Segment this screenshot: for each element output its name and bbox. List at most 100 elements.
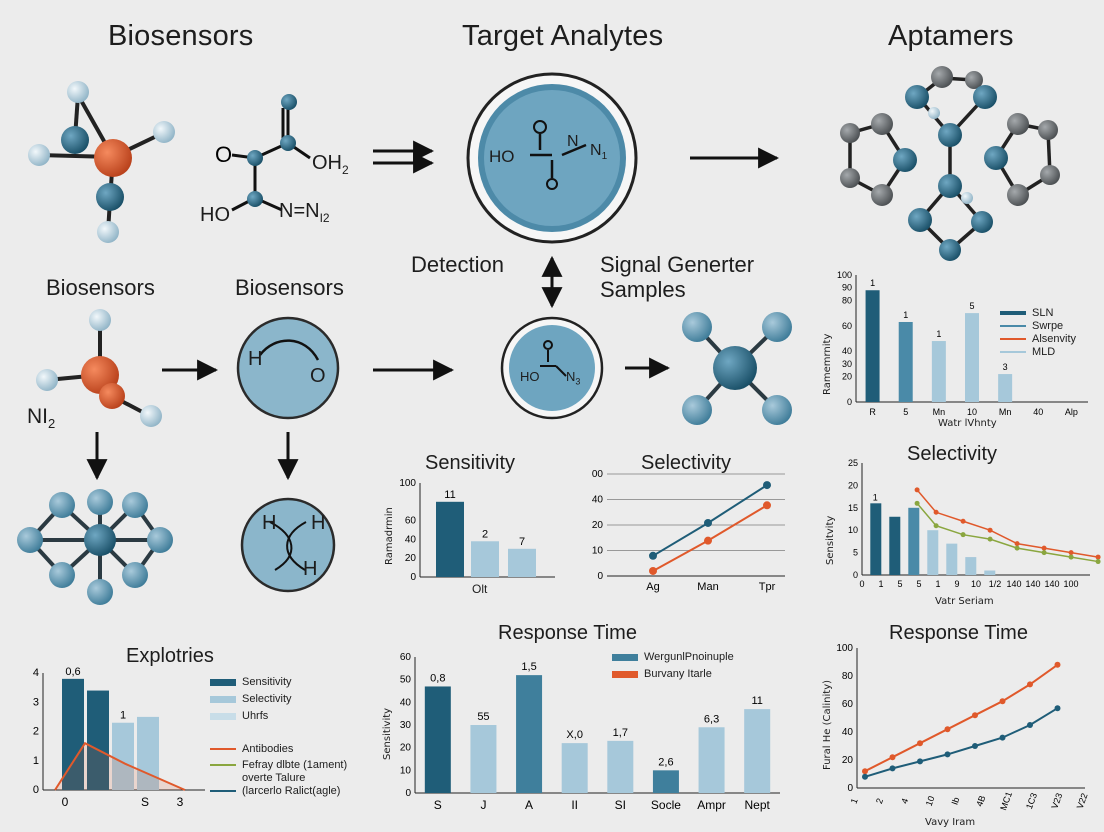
data-point <box>1068 554 1074 560</box>
heading-signal-generter: Signal Generter <box>600 252 755 277</box>
data-point <box>944 726 951 733</box>
legend-item: Burvany Itarle <box>612 668 734 681</box>
x-tick-label: 140 <box>1044 579 1059 589</box>
x-tick-label: 100 <box>1063 579 1078 589</box>
data-point <box>972 743 978 749</box>
small-target-circle <box>500 316 604 420</box>
data-point <box>933 509 939 515</box>
legend-label: overte Talure <box>242 772 306 784</box>
x-tick-label: Nept <box>745 798 771 812</box>
x-tick-label: 4 <box>899 797 910 805</box>
data-label: X,0 <box>566 729 583 741</box>
y-tick-label: 0 <box>405 788 411 799</box>
y-tick-label: 10 <box>400 765 412 776</box>
bar <box>889 516 901 575</box>
bar <box>516 675 543 793</box>
heading-sensitivity: Sensitivity <box>425 452 516 474</box>
ho-label: HO <box>200 204 230 226</box>
x-tick-label: 0 <box>859 579 864 589</box>
bar <box>870 503 882 575</box>
data-point <box>649 551 657 560</box>
heading-samples: Samples <box>600 277 686 302</box>
legend-swatch <box>1000 351 1026 354</box>
legend-label: Uhrfs <box>242 710 269 722</box>
data-point <box>1014 541 1020 547</box>
data-label: 0,8 <box>430 672 445 684</box>
y-tick-label: 100 <box>837 270 852 280</box>
x-tick-label: Tpr <box>759 581 776 593</box>
legend-swatch <box>210 712 236 720</box>
heading-selectivity-center: Selectivity <box>641 452 732 474</box>
legend-label: Swrpe <box>1032 320 1064 332</box>
data-point <box>1041 545 1047 551</box>
x-tick-label: 5 <box>903 407 908 417</box>
bar <box>998 374 1013 402</box>
bar <box>470 725 497 793</box>
y-tick-label: 100 <box>399 478 416 489</box>
legend-swatch <box>210 748 236 751</box>
x-tick-label: S <box>434 798 442 812</box>
chart-response-time-center: 01020304050600,8S55J1,5AX,0II1,7SI2,6Soc… <box>400 652 780 812</box>
legend-label: Sensitivity <box>242 676 292 688</box>
legend-item: Antibodies <box>210 743 347 756</box>
y-tick-label: 60 <box>842 321 852 331</box>
data-point <box>704 518 712 527</box>
legend-swatch <box>210 678 236 686</box>
data-point <box>914 500 920 506</box>
legend-label: Alsenvity <box>1032 333 1077 345</box>
legend-label: Burvany Itarle <box>644 668 712 680</box>
data-point <box>944 751 951 758</box>
x-tick-label: 140 <box>1006 579 1021 589</box>
x-tick-label: MC1 <box>998 790 1014 811</box>
y-tick-label: 50 <box>400 675 412 686</box>
sensitivity-ylabel: Ramadrmin <box>384 507 395 565</box>
heading-biosensors-top: Biosensors <box>108 20 254 52</box>
legend-item: overte Talure <box>210 772 347 785</box>
legend-item: WergunlPnoinuple <box>612 651 734 664</box>
y-tick-label: 40 <box>405 534 417 545</box>
sensitivity-xlabel: Olt <box>472 582 488 596</box>
x-tick-label: Ib <box>950 796 962 806</box>
x-tick-label: II <box>571 798 578 812</box>
data-label: 1,7 <box>613 727 628 739</box>
series-line <box>864 707 1059 778</box>
aptamer-molecules <box>848 76 1052 252</box>
data-label: 11 <box>751 695 762 707</box>
legend-swatch <box>1000 338 1026 341</box>
legend-item: (larcerlo Ralict(agle) <box>210 785 347 798</box>
x-tick-label: 10 <box>924 795 937 808</box>
legend-swatch <box>1000 325 1026 328</box>
x-tick-label: Mn <box>999 407 1012 417</box>
h3-label: H <box>303 558 318 580</box>
bar <box>424 686 451 793</box>
data-point <box>960 532 966 538</box>
bar <box>965 313 979 402</box>
x-tick-label: Man <box>697 581 718 593</box>
y-tick-label: 00 <box>592 470 604 480</box>
heading-biosensors-left: Biosensors <box>46 275 155 300</box>
y-tick-label: 0 <box>847 783 853 794</box>
selectivity-right-ylabel: Sensitvity <box>825 515 836 565</box>
series-line <box>864 663 1059 773</box>
bar <box>965 557 977 575</box>
double-right-arrow <box>373 140 435 174</box>
y-tick-label: 10 <box>592 546 604 557</box>
data-label: 1 <box>870 278 875 288</box>
data-point <box>862 773 868 780</box>
data-point <box>914 487 920 493</box>
x-tick-label: R <box>869 407 876 417</box>
data-point <box>917 758 923 765</box>
data-point <box>1054 661 1061 668</box>
bar <box>607 740 634 793</box>
data-label: 2,6 <box>658 756 673 768</box>
bar <box>112 722 134 790</box>
x-tick-label: 1 <box>935 579 940 589</box>
response-right-ylabel: Fural He (Calinity) <box>822 679 833 770</box>
legend-item: Selectivity <box>210 693 347 706</box>
data-point <box>889 754 896 761</box>
x-tick-label: 3 <box>177 795 184 809</box>
data-label: 7 <box>519 536 525 548</box>
